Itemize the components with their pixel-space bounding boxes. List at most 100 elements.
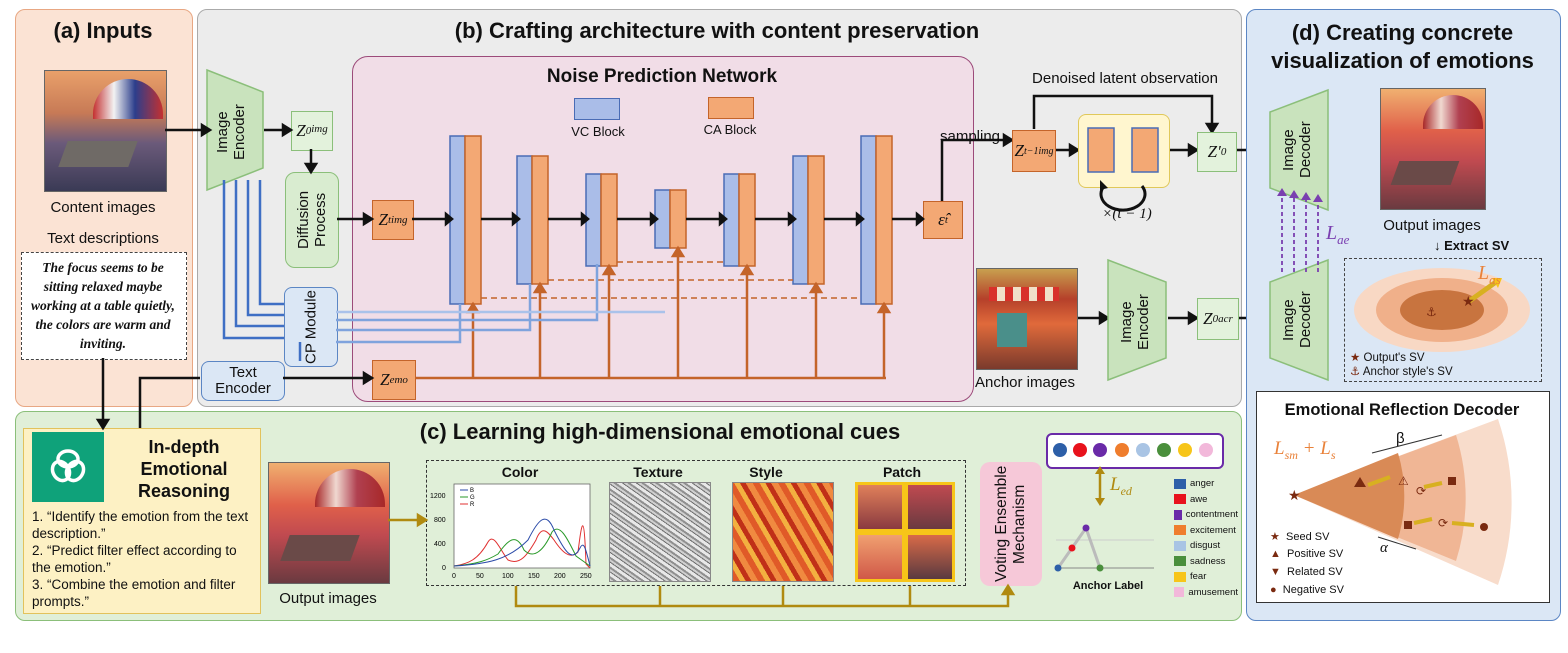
emotion-swatch: [1174, 478, 1186, 489]
unet-block-2: [516, 155, 549, 285]
alpha-label: α: [1380, 540, 1388, 556]
erd-fan: ★ ⚠ ⟳ ⟳: [1288, 419, 1512, 585]
hist-y-tick-1200: 1200: [430, 493, 446, 500]
patch-image-3: [855, 532, 905, 582]
svg-text:⚠: ⚠: [1398, 474, 1409, 488]
hist-x-tick-0: 0: [452, 573, 456, 580]
emotion-swatch: [1174, 556, 1186, 567]
vc-block-legend: [574, 98, 620, 120]
emotion-legend-item: disgust: [1174, 538, 1238, 554]
hist-y-tick-0: 0: [442, 565, 446, 572]
unet-blocks: [412, 135, 925, 380]
ca-block-label: CA Block: [703, 122, 757, 137]
lae-label: Lae: [1326, 222, 1350, 247]
legend-seed: ★ Seed SV: [1270, 531, 1330, 543]
emotion-swatch: [1174, 571, 1186, 582]
feat-patch-label: Patch: [882, 464, 922, 480]
vc-block-label: VC Block: [571, 124, 625, 139]
lsm-ls-label: Lsm + Ls: [1274, 438, 1336, 462]
panel-emotional-cues-title: (c) Learning high-dimensional emotional …: [419, 419, 901, 444]
svg-text:⟳: ⟳: [1416, 484, 1426, 498]
hist-y-tick-400: 400: [434, 541, 446, 548]
texture-image: [609, 482, 711, 582]
hist-x-tick-200: 200: [554, 573, 566, 580]
legend-positive: ▲ Positive SV: [1270, 548, 1344, 560]
emotion-swatch: [1174, 509, 1182, 520]
led-label: Led: [1110, 474, 1132, 498]
unet-block-7: [860, 135, 893, 305]
svg-text:⚓: ⚓: [1426, 305, 1437, 319]
svg-text:★: ★: [1288, 487, 1301, 503]
emotion-legend-item: fear: [1174, 569, 1238, 585]
extract-sv-label: ↓ Extract SV: [1434, 238, 1510, 253]
reasoning-title: In-depth Emotional Reasoning: [137, 437, 230, 501]
hist-y-tick-800: 800: [434, 517, 446, 524]
patch-image-4: [905, 532, 955, 582]
output-images-label-d: Output images: [1383, 217, 1481, 234]
unet-block-4: [654, 189, 687, 249]
emotion-swatch: [1174, 494, 1186, 505]
color-histogram: 1200 800 400 0 0 50 100 150 200 250 B G …: [430, 483, 592, 580]
anchor-image: [976, 268, 1078, 370]
emotion-swatch: [1174, 540, 1186, 551]
emotion-legend-item: sadness: [1174, 554, 1238, 570]
unet-block-5: [723, 173, 756, 267]
hist-x-tick-250: 250: [580, 573, 592, 580]
style-image: [732, 482, 834, 582]
svg-text:★: ★: [1462, 293, 1475, 309]
feat-style-label: Style: [749, 464, 783, 480]
emotion-legend-item: anger: [1174, 476, 1238, 492]
feat-color-label: Color: [501, 464, 539, 480]
times-label: ×(t − 1): [1102, 206, 1152, 222]
emotion-name: contentment: [1185, 509, 1238, 521]
gpt-logo: [32, 432, 104, 502]
output-image-c: [268, 462, 390, 584]
text-encoder-box: Text Encoder: [201, 361, 285, 401]
output-sv-legend: ★ Output's SV: [1350, 352, 1425, 364]
patch-image-2: [905, 482, 955, 532]
hist-legend-g: G: [470, 495, 475, 501]
las-label: Las: [1478, 262, 1501, 287]
image-encoder-shape: [206, 68, 264, 192]
output-image-d: [1380, 88, 1486, 210]
content-images-label: Content images: [50, 199, 156, 216]
anchor-sv-legend: ⚓ Anchor style's SV: [1350, 366, 1453, 378]
emotion-name: amusement: [1188, 586, 1238, 598]
svg-text:⟳: ⟳: [1438, 516, 1448, 530]
emotion-swatch: [1174, 587, 1185, 598]
sv-ellipses: ★ ⚓: [1354, 268, 1530, 352]
text-descriptions-label: Text descriptions: [47, 230, 159, 247]
panel-crafting-title: (b) Crafting architecture with content p…: [454, 18, 980, 43]
beta-label: β: [1396, 430, 1405, 447]
openai-icon: [50, 449, 86, 483]
feat-texture-label: Texture: [633, 464, 683, 480]
emotion-name: anger: [1190, 478, 1215, 490]
erd-title: Emotional Reflection Decoder: [1284, 401, 1520, 419]
anchor-label-title: Anchor Label: [1072, 580, 1144, 592]
anchor-label-chart: [1054, 524, 1154, 572]
image-encoder2-shape: [1107, 258, 1167, 382]
hist-legend-r: R: [470, 502, 475, 508]
features-box: [426, 460, 966, 586]
led-arrow: [1095, 466, 1105, 506]
anchor-images-label: Anchor images: [974, 374, 1076, 391]
emotion-swatch: [1174, 525, 1186, 536]
panel-d-title-2: visualization of emotions: [1271, 48, 1534, 73]
ca-block-legend: [708, 97, 754, 119]
panel-d-title-1: (d) Creating concrete: [1291, 20, 1514, 45]
lae-arrows: [1277, 188, 1323, 272]
npn-title: Noise Prediction Network: [546, 66, 778, 87]
reasoning-step-1: 1. “Identify the emotion from the text d…: [32, 509, 249, 541]
emotion-legend-item: amusement: [1174, 585, 1238, 601]
emotion-name: fear: [1190, 571, 1207, 583]
emotion-legend-item: excitement: [1174, 523, 1238, 539]
patch-image-1: [855, 482, 905, 532]
reasoning-step-2: 2. “Predict filter effect according to t…: [32, 543, 237, 575]
emotion-name: disgust: [1190, 540, 1221, 552]
voting-box: [980, 462, 1042, 586]
